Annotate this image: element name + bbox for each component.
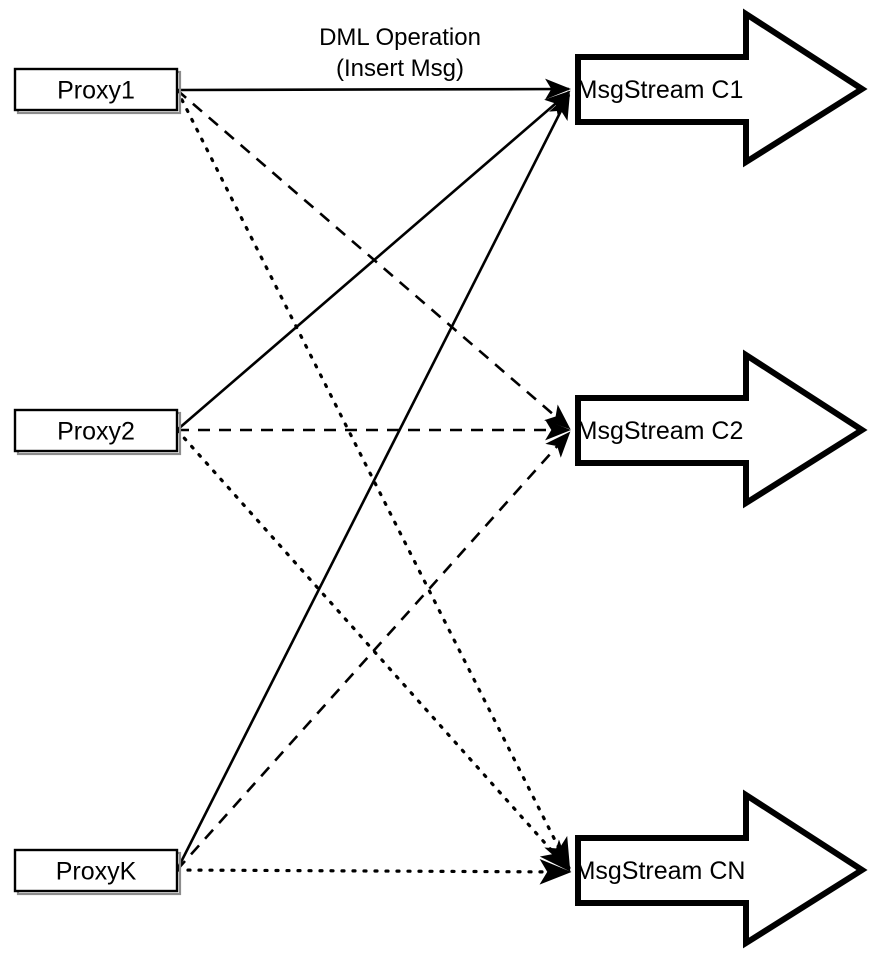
connection-line-dashed [176, 89, 571, 430]
connection-line-solid [176, 78, 572, 100]
dml-operation-label-line1: DML Operation [319, 24, 481, 51]
connection-line-solid [176, 90, 571, 431]
block-arrow-shape [575, 789, 868, 949]
block-arrow-shape [575, 349, 868, 509]
msgstream-label: MsgStream CN [575, 857, 746, 885]
msgstream-label: MsgStream C1 [577, 76, 744, 104]
msgstream-stream_cn[interactable]: MsgStream CN [575, 789, 868, 949]
connection-line-dotted [175, 88, 571, 871]
connection-proxy1-c1[interactable] [176, 78, 572, 100]
block-arrow-shape [575, 8, 868, 168]
proxy-node-proxy2[interactable]: Proxy2 [13, 408, 182, 456]
proxy-label: Proxy1 [57, 77, 135, 105]
connection-line-dotted [175, 428, 571, 872]
connection-proxy1-c2[interactable] [176, 89, 571, 430]
streams-layer: MsgStream C1 MsgStream C2 MsgStream CN [575, 8, 868, 949]
connections-layer [175, 78, 572, 885]
proxy-label: ProxyK [56, 858, 137, 886]
connection-proxy2-cn[interactable] [175, 428, 571, 872]
connection-proxyk-cn[interactable] [175, 859, 572, 885]
msgstream-label: MsgStream C2 [577, 417, 744, 445]
connection-proxy2-c1[interactable] [176, 90, 571, 431]
connection-proxyk-c2[interactable] [176, 431, 571, 871]
proxy-box [13, 408, 179, 453]
proxy-node-proxyk[interactable]: ProxyK [13, 848, 182, 896]
labels-layer: DML Operation (Insert Msg) [319, 24, 481, 82]
dml-operation-label-line2: (Insert Msg) [336, 55, 464, 82]
msgstream-stream_c1[interactable]: MsgStream C1 [575, 8, 868, 168]
proxy-box [13, 67, 179, 112]
connection-line-dotted [175, 859, 572, 885]
proxy-label: Proxy2 [57, 418, 135, 446]
connection-line-dashed [176, 431, 571, 871]
connection-proxyk-c1[interactable] [175, 93, 571, 871]
connection-proxy1-cn[interactable] [175, 88, 571, 871]
proxy-node-proxy1[interactable]: Proxy1 [13, 67, 182, 115]
connection-line-solid [175, 93, 571, 871]
msgstream-stream_c2[interactable]: MsgStream C2 [575, 349, 868, 509]
proxy-box [13, 848, 179, 893]
